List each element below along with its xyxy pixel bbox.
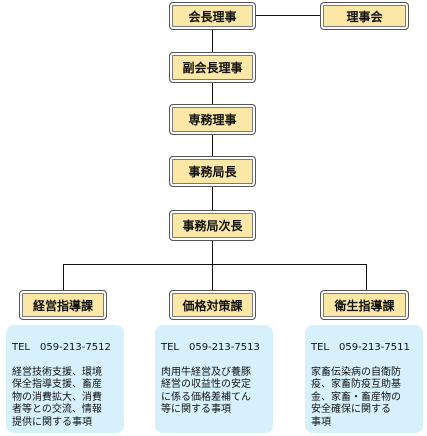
node-deputy-secretary-general: 事務局次長 bbox=[169, 210, 256, 241]
connector-chairman-board bbox=[255, 15, 321, 16]
node-price-control: 価格対策課 bbox=[169, 290, 256, 320]
node-secretary-general: 事務局長 bbox=[169, 156, 256, 187]
connector-branch-left bbox=[63, 264, 64, 291]
node-management-guidance: 経営指導課 bbox=[19, 290, 107, 320]
node-executive-director: 専務理事 bbox=[169, 104, 256, 135]
tel-hygiene-guidance: TEL 059-213-7511 bbox=[311, 341, 410, 353]
desc-price-control: TEL 059-213-7513 肉用牛経営及び養豚 経営の収益性の安定 に係る… bbox=[155, 325, 273, 433]
connector-branch-right bbox=[366, 264, 367, 291]
connector-main-vertical bbox=[212, 29, 213, 264]
desc-management-guidance: TEL 059-213-7512 経営技術支援、環境 保全指導支援、畜産 物の消… bbox=[6, 325, 124, 433]
tel-management-guidance: TEL 059-213-7512 bbox=[12, 341, 111, 353]
desc-hygiene-guidance: TEL 059-213-7511 家畜伝染病の自衛防 疫、家畜防疫互助基 金、家… bbox=[305, 325, 423, 433]
duties-hygiene-guidance: 家畜伝染病の自衛防 疫、家畜防疫互助基 金、家畜・畜産物の 安全確保に関する 事… bbox=[311, 366, 401, 428]
connector-branch-center bbox=[212, 264, 213, 291]
duties-management-guidance: 経営技術支援、環境 保全指導支援、畜産 物の消費拡大、消費 者等との交流、情報 … bbox=[12, 366, 102, 428]
node-chairman: 会長理事 bbox=[169, 2, 256, 30]
node-board: 理事会 bbox=[320, 2, 409, 30]
duties-price-control: 肉用牛経営及び養豚 経営の収益性の安定 に係る価格差補てん 等に関する事項 bbox=[161, 366, 251, 416]
node-hygiene-guidance: 衛生指導課 bbox=[320, 290, 409, 320]
connector-branch-horizontal bbox=[63, 264, 367, 265]
tel-price-control: TEL 059-213-7513 bbox=[161, 341, 260, 353]
node-vice-chairman: 副会長理事 bbox=[169, 52, 256, 83]
